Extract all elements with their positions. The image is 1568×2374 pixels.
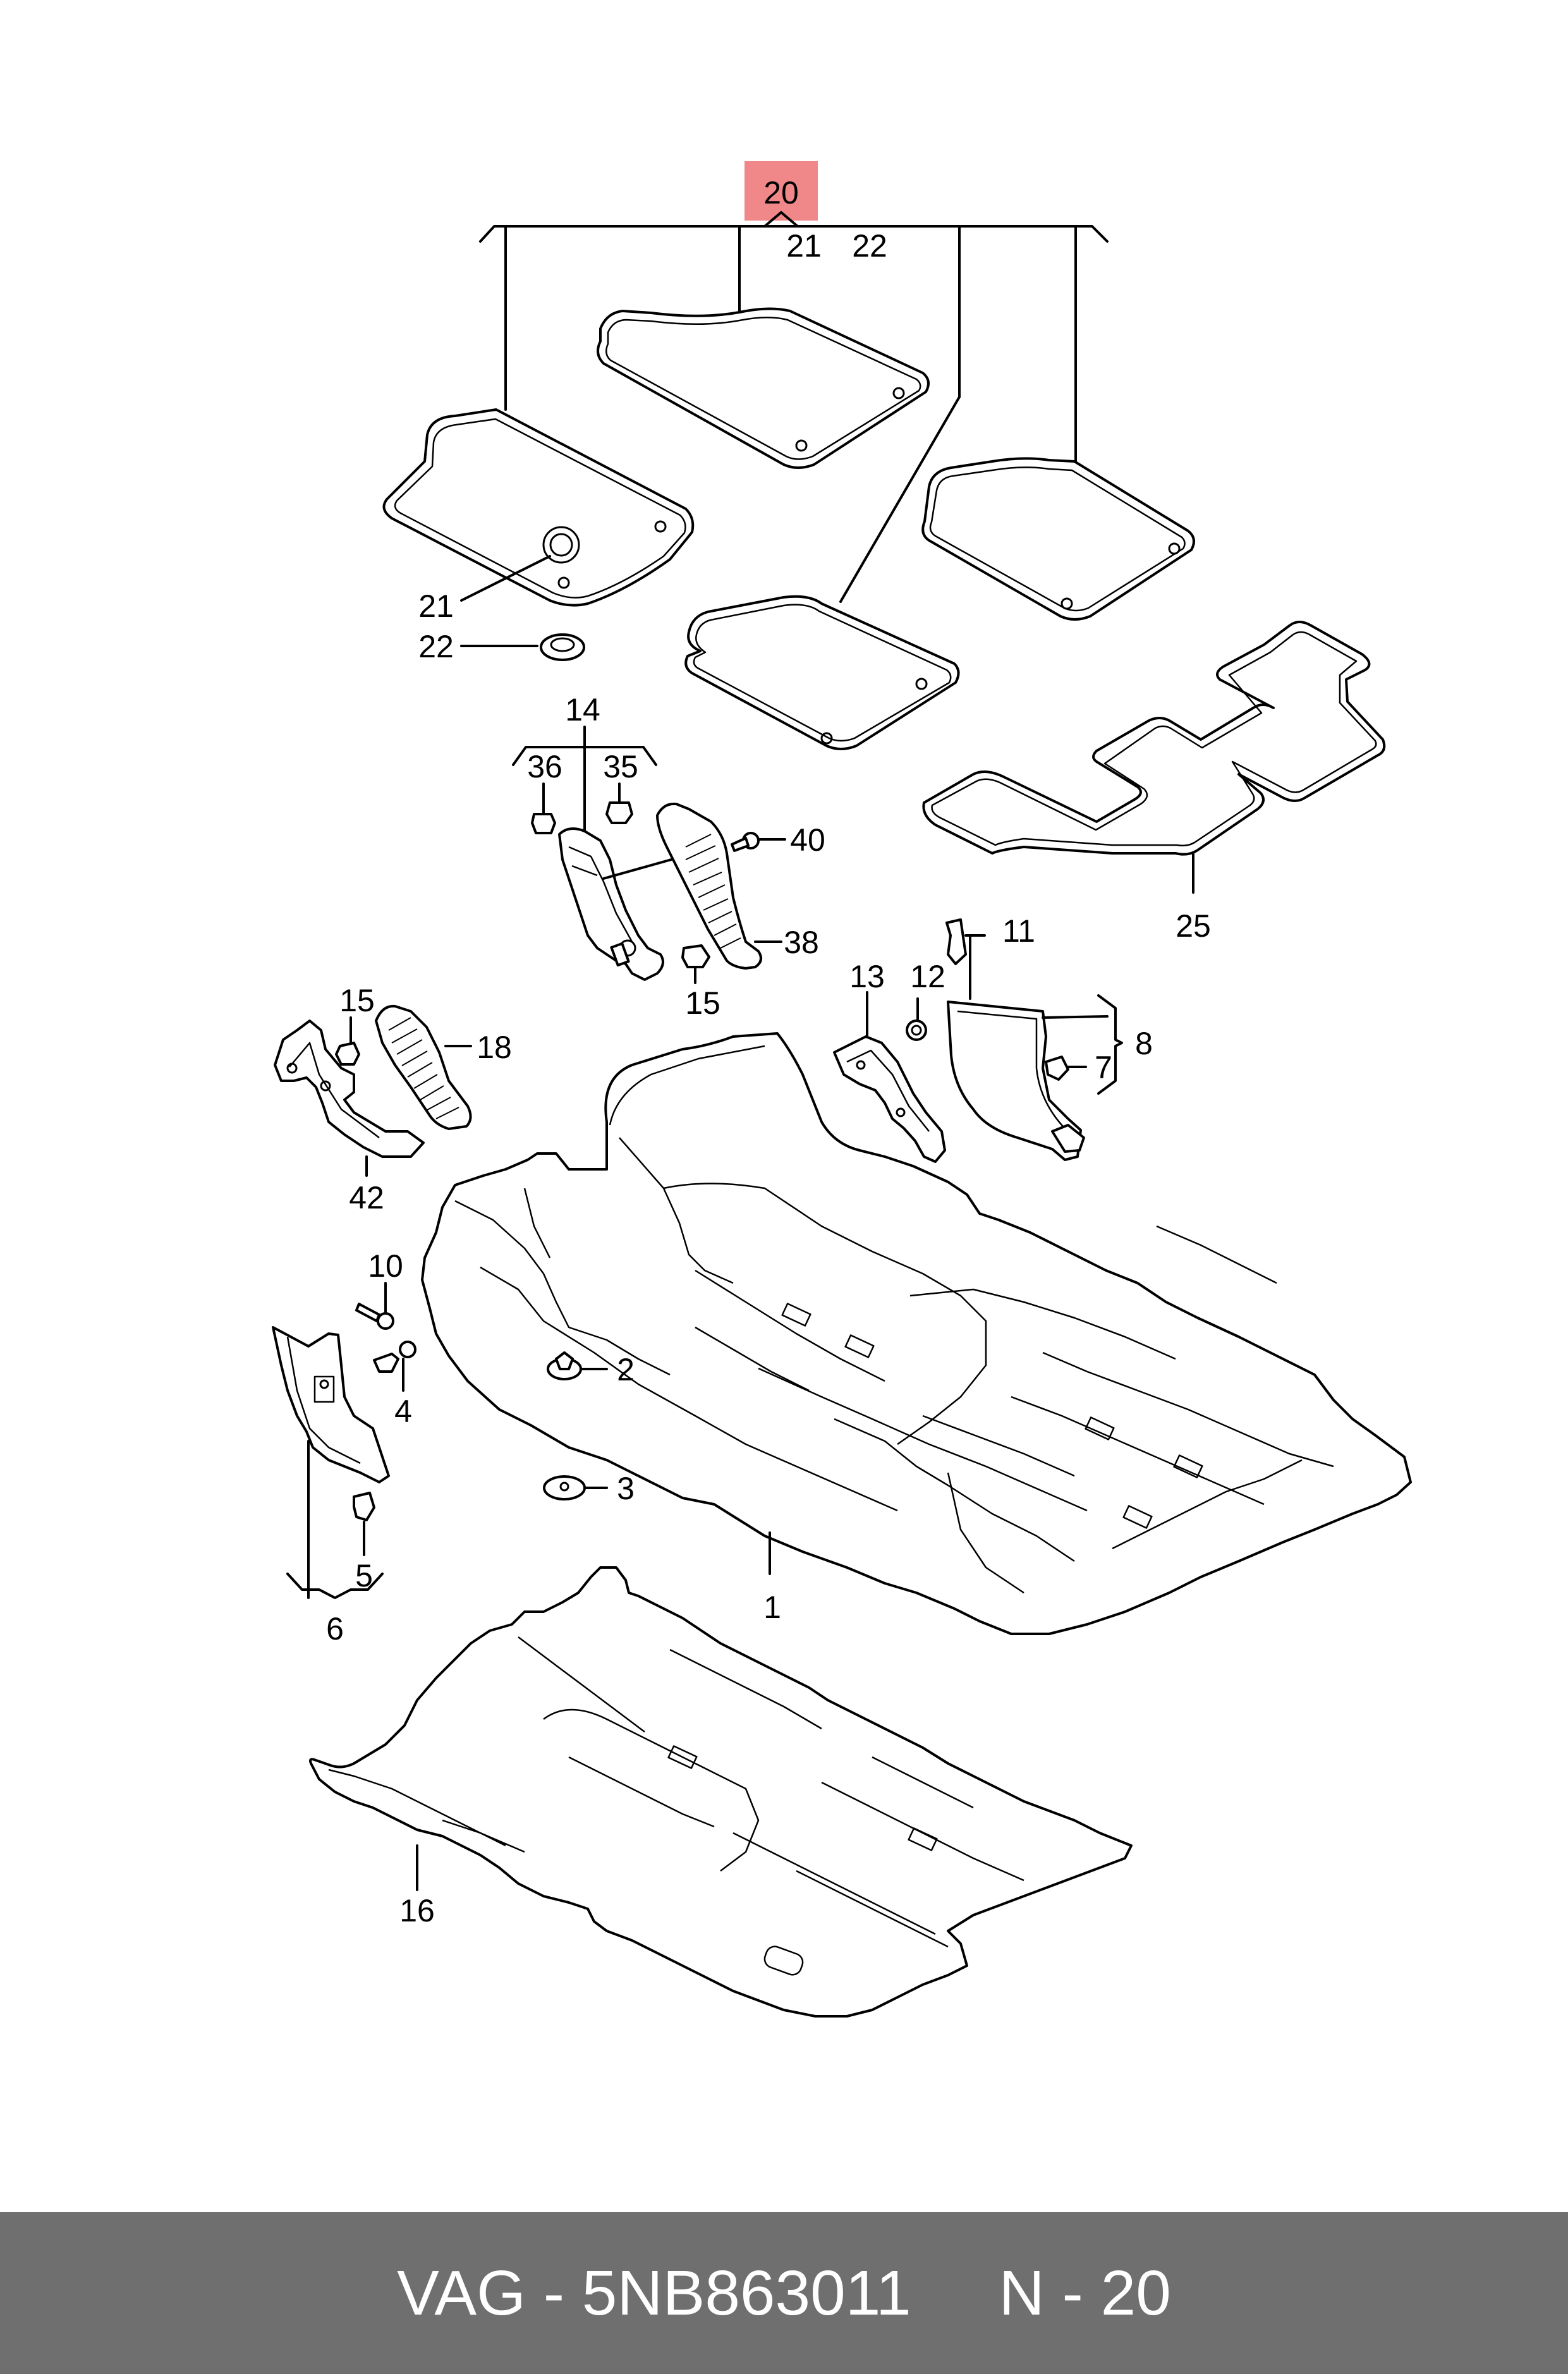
footer-separator: - (525, 2257, 582, 2328)
callout-22: 22 (418, 629, 454, 664)
callout-35: 35 (603, 749, 638, 784)
bracket-group-14 (512, 726, 657, 832)
callout-36: 36 (527, 749, 562, 784)
clip-11 (945, 918, 986, 1000)
callout-13: 13 (849, 959, 885, 994)
callout-18: 18 (477, 1030, 512, 1065)
bracket-20 (479, 211, 1109, 603)
screw-10 (355, 1282, 394, 1330)
callout-5: 5 (355, 1558, 373, 1593)
leader-8-to-panel (1042, 1015, 1109, 1019)
callout-10: 10 (368, 1248, 403, 1284)
highlight-box-20 (744, 161, 818, 221)
trim-panel-38 (656, 802, 782, 970)
clip-22 (540, 633, 585, 661)
callout-40: 40 (790, 822, 825, 858)
floor-mat-third-row (922, 621, 1386, 894)
callout-16: 16 (399, 1893, 435, 1928)
bracket-42 (274, 1020, 425, 1177)
bracket-13 (833, 991, 946, 1163)
brace-6 (286, 1573, 384, 1599)
callout-2: 2 (617, 1352, 635, 1387)
footer-reference: N - 20 (999, 2257, 1171, 2328)
trim-panel-6 (272, 1326, 390, 1483)
floor-mat-rear-right (921, 457, 1195, 621)
callout-6: 6 (326, 1611, 344, 1647)
washer-3 (543, 1475, 608, 1500)
screw-40 (731, 832, 786, 852)
floor-carpet-16 (309, 1566, 1133, 2018)
callout-1: 1 (763, 1590, 781, 1625)
callout-38: 38 (784, 925, 819, 960)
callout-7: 7 (1095, 1050, 1112, 1085)
callout-15-upper: 15 (685, 985, 720, 1021)
callout-8: 8 (1135, 1026, 1153, 1061)
callout-25: 25 (1176, 908, 1211, 944)
trim-panel-18 (375, 1004, 472, 1130)
footer-brand: VAG (397, 2257, 526, 2328)
footer-bar: VAG - 5NB863011 N - 20 (0, 2212, 1568, 2374)
callout-20: 20 (763, 175, 799, 210)
floor-carpet-1 (421, 1032, 1412, 1635)
callout-21: 21 (418, 588, 454, 624)
floor-mat-front-right (597, 307, 930, 469)
callout-15-left: 15 (339, 983, 375, 1018)
clip-5 (353, 1492, 375, 1556)
leader-21 (460, 555, 551, 602)
trim-panel-8 (947, 1001, 1085, 1161)
nut-12 (906, 997, 927, 1041)
callout-11: 11 (1002, 913, 1035, 949)
clip-35 (605, 801, 633, 824)
fastener-4 (373, 1341, 416, 1392)
callout-14: 14 (565, 692, 600, 727)
leader-14-to-38 (602, 858, 672, 880)
callout-22-top: 22 (852, 228, 887, 264)
footer-part-number: 5NB863011 (581, 2257, 911, 2328)
floor-mat-rear-left (684, 595, 960, 750)
pillar-bracket-left (558, 827, 664, 981)
floor-mat-front-left (382, 408, 695, 607)
clip-15-left (335, 1016, 360, 1066)
callout-4: 4 (394, 1394, 412, 1429)
clip-36 (531, 813, 556, 834)
callout-21-top: 21 (786, 228, 822, 264)
clip-15-upper (681, 944, 710, 984)
footer-gap (911, 2257, 999, 2330)
parts-diagram: 20 21 22 21 22 14 36 35 40 38 15 15 18 4… (272, 161, 1412, 2018)
callout-42: 42 (349, 1180, 384, 1215)
clip-2 (547, 1351, 608, 1380)
brace-8 (1097, 994, 1123, 1095)
callout-3: 3 (617, 1471, 635, 1506)
clip-7 (1045, 1056, 1087, 1081)
callout-12: 12 (910, 959, 945, 994)
